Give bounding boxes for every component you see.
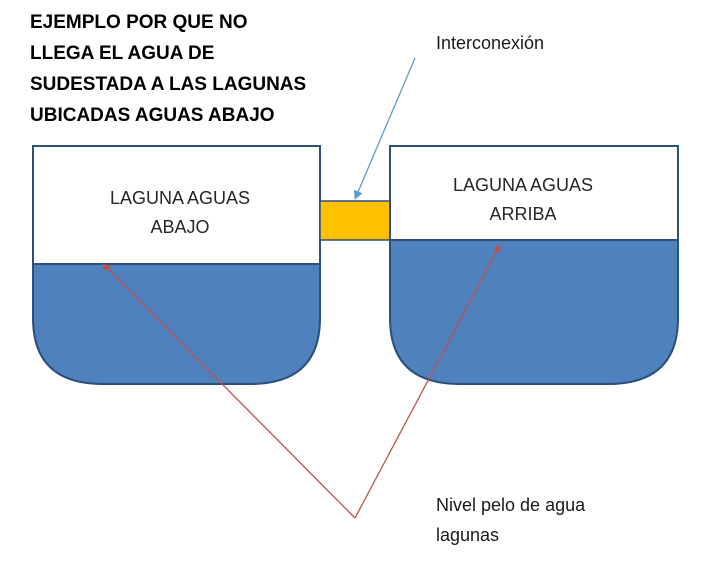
left-lagoon-water <box>32 263 321 385</box>
left-lagoon: LAGUNA AGUAS ABAJO <box>32 145 321 385</box>
right-lagoon-water <box>389 239 679 385</box>
level-arrow-right <box>354 244 501 519</box>
right-lagoon-air <box>390 146 678 240</box>
title-line-1: EJEMPLO POR QUE NO <box>30 12 247 33</box>
diagram-title: EJEMPLO POR QUE NO LLEGA EL AGUA DE SUDE… <box>30 12 306 126</box>
level-arrow-left <box>102 263 356 519</box>
left-lagoon-outline <box>32 145 321 385</box>
interconnection-pipe <box>319 200 391 241</box>
right-lagoon-outline <box>389 145 679 385</box>
title-line-2: LLEGA EL AGUA DE <box>30 43 214 64</box>
title-line-3: SUDESTADA A LAS LAGUNAS <box>30 74 306 95</box>
level-label-line-2: lagunas <box>436 525 499 545</box>
level-label-line-1: Nivel pelo de agua <box>436 495 586 515</box>
interconnection-arrow <box>354 57 416 200</box>
left-lagoon-air <box>33 146 320 264</box>
interconnection-label: Interconexión <box>436 33 544 53</box>
left-lagoon-label-line-1: LAGUNA AGUAS <box>110 188 250 208</box>
left-lagoon-label-line-2: ABAJO <box>150 217 209 237</box>
right-lagoon-label-line-2: ARRIBA <box>489 204 556 224</box>
right-lagoon-label-line-1: LAGUNA AGUAS <box>453 175 593 195</box>
right-lagoon: LAGUNA AGUAS ARRIBA <box>389 145 679 385</box>
title-line-4: UBICADAS AGUAS ABAJO <box>30 105 275 126</box>
